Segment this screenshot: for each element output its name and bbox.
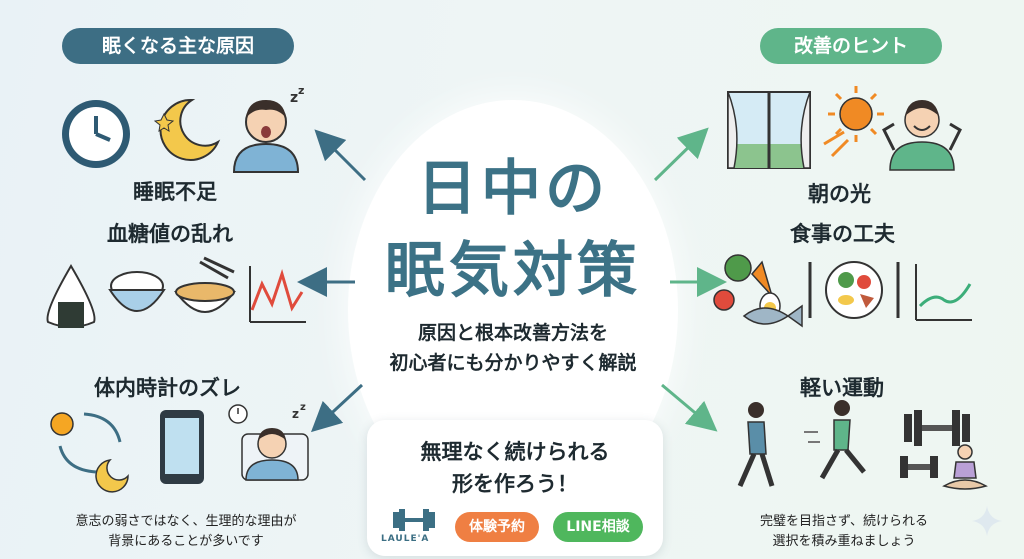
ramen-bowl-icon <box>174 256 236 313</box>
subtitle-line-2: 初心者にも分かりやすく解説 <box>389 352 637 374</box>
cause-blood-sugar-label: 血糖値の乱れ <box>107 222 233 246</box>
hint-morning-light-label: 朝の光 <box>808 182 871 206</box>
title-line-1: 日中の <box>417 154 609 224</box>
running-person-icon <box>804 400 866 480</box>
fish-icon <box>742 304 803 328</box>
causes-header: 眠くなる主な原因 <box>62 28 294 64</box>
moon-icon <box>153 98 221 161</box>
balanced-plate-icon <box>808 261 900 319</box>
tired-person-in-bed-icon: z z <box>228 402 309 481</box>
hint-exercise-label: 軽い運動 <box>800 376 884 400</box>
arrow-to-sleep <box>314 129 367 182</box>
yawning-person-icon: z z <box>232 84 304 173</box>
causes-note-line-2: 背景にあることが多いです <box>108 534 264 549</box>
svg-text:z: z <box>298 84 304 97</box>
causes-note-line-1: 意志の弱さではなく、生理的な理由が <box>75 514 297 529</box>
meditation-icon <box>942 444 988 490</box>
clock-icon <box>62 100 130 168</box>
subtitle-line-1: 原因と根本改善方法を <box>417 322 608 344</box>
svg-text:z: z <box>300 402 306 413</box>
logo-dumbbell-icon <box>393 509 435 531</box>
stable-graph-icon <box>915 264 972 321</box>
rice-ball-icon <box>46 264 96 328</box>
dumbbell-icon <box>904 410 970 446</box>
svg-text:z: z <box>290 90 298 106</box>
trial-booking-button[interactable]: 体験予約 <box>455 512 539 542</box>
hints-header: 改善のヒント <box>760 28 942 64</box>
window-icon <box>727 91 811 169</box>
cta-line-1: 無理なく続けられる <box>420 440 610 464</box>
hint-diet-label: 食事の工夫 <box>790 222 895 246</box>
arrow-to-body-clock <box>310 383 364 433</box>
sparkle-icon <box>972 506 1002 536</box>
title-line-2: 眠気対策 <box>385 236 641 306</box>
vegetables-icon <box>713 254 781 320</box>
cta-box: 無理なく続けられる 形を作ろう！ LAULE'A 体験予約 LINE相談 <box>367 420 663 556</box>
energetic-person-icon <box>882 100 962 171</box>
line-consult-button[interactable]: LINE相談 <box>553 512 643 542</box>
svg-text:z: z <box>292 407 299 421</box>
cta-line-2: 形を作ろう！ <box>452 472 578 496</box>
walking-person-icon <box>737 402 775 488</box>
sun-icon <box>823 86 884 158</box>
cause-sleep-label: 睡眠不足 <box>133 180 217 204</box>
hints-note-line-1: 完璧を目指さず、続けられる <box>759 514 929 529</box>
small-dumbbell-icon <box>900 456 938 478</box>
hints-note-line-2: 選択を積み重ねましょう <box>772 534 916 549</box>
logo-text: LAULE'A <box>381 534 430 544</box>
rice-bowl-icon <box>108 271 166 312</box>
smartphone-icon <box>160 410 204 484</box>
arrow-to-morning-light <box>653 127 709 182</box>
spiking-graph-icon <box>249 266 306 323</box>
day-night-cycle-icon <box>50 412 129 493</box>
arrow-to-exercise <box>661 383 718 432</box>
cause-body-clock-label: 体内時計のズレ <box>94 376 241 400</box>
